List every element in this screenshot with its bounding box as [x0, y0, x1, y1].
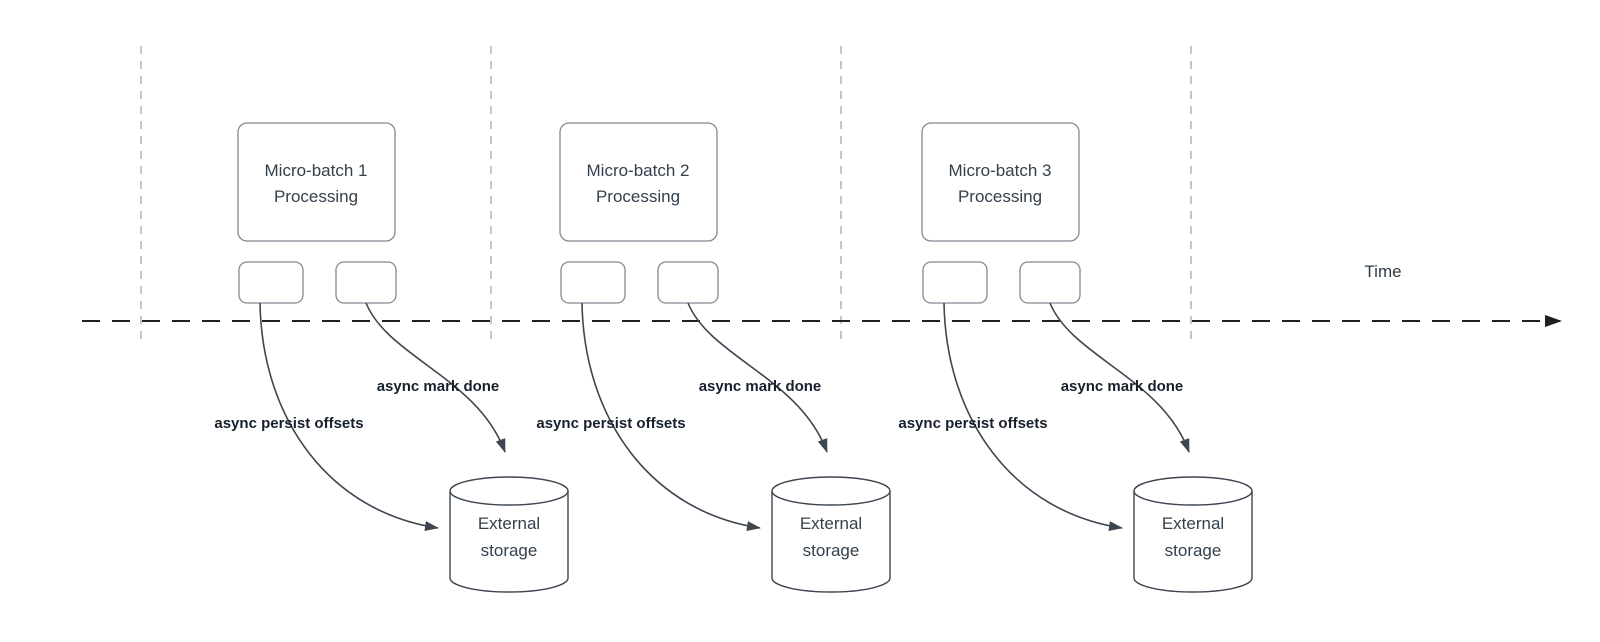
micro-batch-1-section: Micro-batch 1 Processing async persist o…: [214, 122, 569, 593]
micro-batch-2-section: Micro-batch 2 Processing async persist o…: [536, 122, 891, 593]
micro-batch-box-title-line2: Processing: [958, 187, 1042, 206]
micro-batch-3-section: Micro-batch 3 Processing async persist o…: [898, 122, 1253, 593]
interval-guidelines: [140, 46, 1192, 340]
persist-offsets-arrow: [259, 302, 439, 532]
micro-batch-box-title-line1: Micro-batch 2: [587, 161, 690, 180]
persist-offsets-arrow-label: async persist offsets: [898, 415, 1047, 432]
micro-batch-box: [921, 122, 1080, 242]
micro-batch-box: [559, 122, 718, 242]
time-axis-label: Time: [1364, 262, 1401, 281]
done-task-box: [1019, 261, 1081, 304]
mark-done-arrow: [687, 302, 828, 453]
micro-batch-box-title-line1: Micro-batch 1: [265, 161, 368, 180]
external-storage-cylinder: External storage: [1133, 476, 1253, 593]
done-task-box: [657, 261, 719, 304]
external-storage-cylinder: External storage: [449, 476, 569, 593]
persist-offsets-arrow: [581, 302, 761, 532]
storage-title-line2: storage: [803, 541, 860, 560]
external-storage-cylinder: External storage: [771, 476, 891, 593]
done-task-box: [335, 261, 397, 304]
offset-task-box: [238, 261, 304, 304]
cylinder-body: [771, 476, 891, 593]
offset-task-box: [922, 261, 988, 304]
persist-offsets-arrow-label: async persist offsets: [214, 415, 363, 432]
storage-title-line2: storage: [481, 541, 538, 560]
mark-done-arrow: [365, 302, 506, 453]
time-axis: Time: [82, 262, 1562, 327]
cylinder-body: [1133, 476, 1253, 593]
persist-offsets-arrow: [943, 302, 1123, 532]
mark-done-arrow-label: async mark done: [1061, 378, 1184, 395]
cylinder-top-rim: [1133, 490, 1253, 506]
mark-done-arrow: [1049, 302, 1190, 453]
persist-offsets-arrow-label: async persist offsets: [536, 415, 685, 432]
storage-title-line1: External: [1162, 514, 1224, 533]
cylinder-top-rim: [449, 490, 569, 506]
offset-task-box: [560, 261, 626, 304]
micro-batch-box-title-line2: Processing: [596, 187, 680, 206]
storage-title-line2: storage: [1165, 541, 1222, 560]
micro-batch-box: [237, 122, 396, 242]
cylinder-top-rim: [771, 490, 891, 506]
storage-title-line1: External: [800, 514, 862, 533]
mark-done-arrow-label: async mark done: [699, 378, 822, 395]
cylinder-body: [449, 476, 569, 593]
micro-batch-box-title-line1: Micro-batch 3: [949, 161, 1052, 180]
mark-done-arrow-label: async mark done: [377, 378, 500, 395]
storage-title-line1: External: [478, 514, 540, 533]
micro-batch-box-title-line2: Processing: [274, 187, 358, 206]
